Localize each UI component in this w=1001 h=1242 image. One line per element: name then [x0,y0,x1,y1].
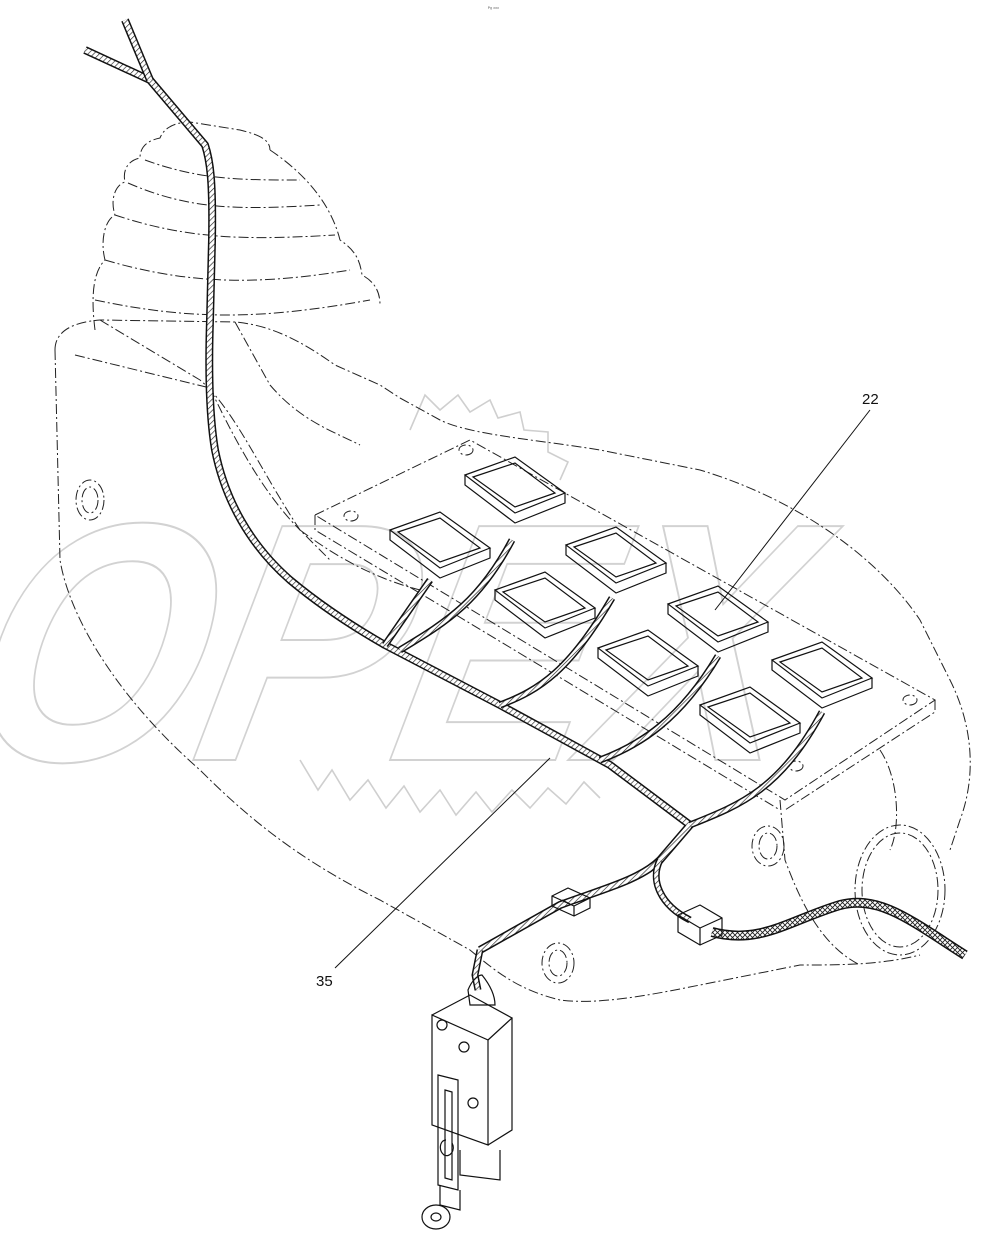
limit-switch [421,974,514,1230]
console-housing [54,319,971,1002]
watermark-text: OPEX [0,452,859,832]
connector-right [677,904,723,946]
callout-22: 22 [862,391,879,408]
leader-line-22 [714,409,871,611]
joystick-boot [92,121,381,331]
wiring-harness [83,18,968,991]
switch-module [666,585,770,653]
watermark-gear [299,393,601,817]
switch-module [564,526,668,594]
switch-module [388,511,492,579]
switch-modules [388,456,874,754]
switch-module [698,686,802,754]
switch-module [596,629,700,697]
leader-line-35 [334,757,551,969]
switch-module [770,641,874,709]
connector-left [551,887,591,917]
switch-module [463,456,567,524]
header-text: ᴾᵍ ᵒᵒᵒ [488,6,499,12]
callout-35: 35 [316,973,333,990]
callouts: 22 35 [316,391,879,990]
switch-module [493,571,597,639]
